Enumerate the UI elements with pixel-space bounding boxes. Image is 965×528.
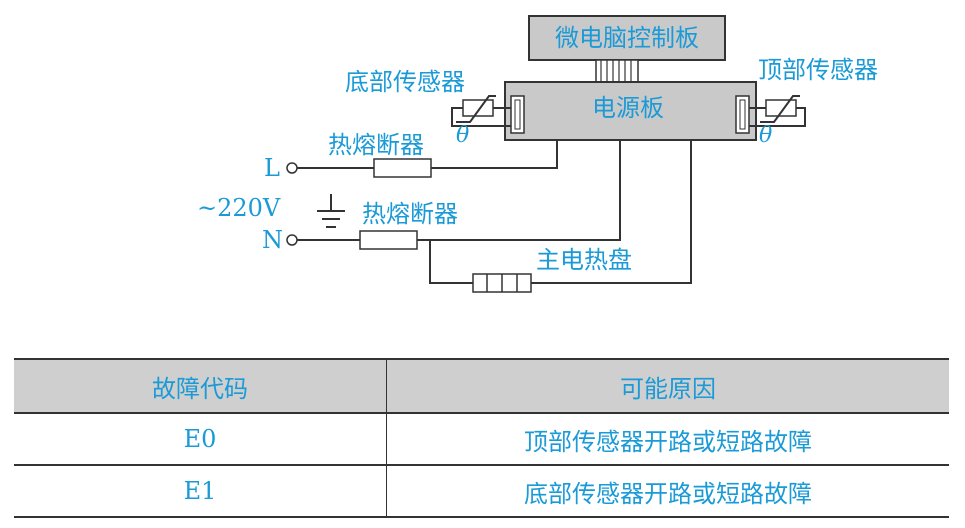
fault-code-cell: E0 (14, 413, 387, 465)
bottom-sensor-theta: θ (456, 123, 469, 148)
fault-code-table: 故障代码 可能原因 E0 顶部传感器开路或短路故障 E1 底部传感器开路或短路故… (14, 358, 949, 518)
circuit-diagram: 微电脑控制板 电源板 θ 底部传感器 θ 顶部传感器 L 热熔断器 (197, 15, 878, 293)
top-sensor-theta: θ (759, 123, 772, 148)
top-sensor-connector (735, 95, 750, 134)
terminal-N (286, 234, 298, 246)
thermal-fuse-1-label: 热熔断器 (328, 131, 424, 159)
fault-code-cell: E1 (14, 465, 387, 517)
table-row: E0 顶部传感器开路或短路故障 (14, 413, 949, 465)
ground-symbol (317, 194, 345, 228)
power-board-box (504, 81, 757, 141)
terminal-L (286, 162, 298, 174)
terminal-L-label: L (264, 154, 280, 182)
thermal-fuse-2-label: 热熔断器 (362, 200, 458, 228)
control-board-box (528, 15, 726, 61)
top-sensor-thermistor (749, 95, 806, 127)
header-possible-cause: 可能原因 (386, 359, 949, 413)
header-fault-code: 故障代码 (14, 359, 387, 413)
table-header-row: 故障代码 可能原因 (14, 359, 949, 413)
power-board-label: 电源板 (592, 94, 664, 122)
thermal-fuse-1 (373, 158, 432, 178)
top-sensor-label: 顶部传感器 (758, 56, 878, 84)
bottom-sensor-connector (510, 95, 525, 134)
terminal-N-label: N (262, 226, 283, 254)
control-board-label: 微电脑控制板 (555, 24, 699, 52)
voltage-label: ~220V (197, 194, 281, 222)
main-heater-label: 主电热盘 (536, 246, 632, 274)
cause-cell: 顶部传感器开路或短路故障 (524, 427, 812, 456)
ribbon-connector (595, 59, 639, 83)
table-row: E1 底部传感器开路或短路故障 (14, 465, 949, 517)
bottom-sensor-thermistor (451, 95, 511, 127)
cause-cell: 底部传感器开路或短路故障 (524, 479, 812, 508)
thermal-fuse-2 (359, 230, 418, 250)
bottom-sensor-label: 底部传感器 (345, 68, 465, 96)
main-heater (472, 273, 532, 293)
